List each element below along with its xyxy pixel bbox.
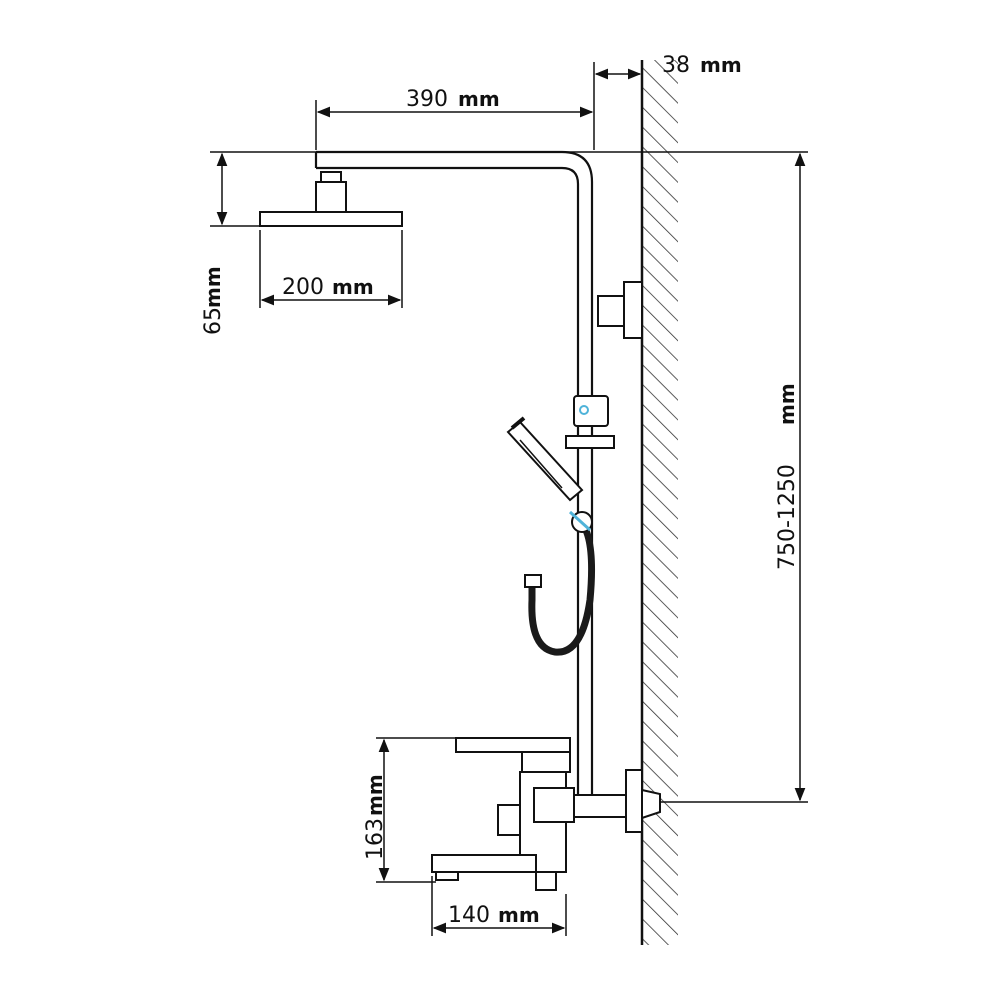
dim-arm-length-unit: mm bbox=[458, 87, 500, 111]
head-connector bbox=[315, 181, 347, 213]
dim-spout-length-value: 140 bbox=[448, 903, 490, 928]
rain-shower-head bbox=[259, 171, 403, 227]
dim-head-height-unit: mm bbox=[201, 266, 225, 308]
dim-spout-length-unit: mm bbox=[498, 903, 540, 927]
dim-rail-height-value: 750-1250 bbox=[775, 464, 800, 570]
hand-shower-slider bbox=[565, 395, 615, 449]
dim-mixer-height-unit: mm bbox=[363, 774, 387, 816]
dim-head-diameter-value: 200 bbox=[282, 275, 324, 300]
upper-wall-bracket bbox=[597, 281, 643, 339]
bath-mixer bbox=[431, 737, 661, 891]
shower-hose bbox=[524, 510, 596, 656]
spout bbox=[431, 854, 537, 873]
dim-head-height bbox=[210, 151, 316, 227]
mixer-lever bbox=[455, 737, 571, 753]
dim-wall-gap-unit: mm bbox=[700, 53, 742, 77]
head-connector-top bbox=[320, 171, 342, 183]
head-plate bbox=[259, 211, 403, 227]
dim-head-diameter-unit: mm bbox=[332, 275, 374, 299]
dim-wall-gap bbox=[593, 60, 643, 150]
dim-head-diameter bbox=[259, 230, 403, 308]
dim-mixer-height-value: 163 bbox=[363, 818, 388, 860]
dim-arm-length bbox=[315, 100, 594, 150]
dim-head-height-value: 65 bbox=[201, 307, 226, 335]
dim-mixer-height bbox=[376, 737, 456, 883]
dim-rail-height bbox=[560, 151, 808, 803]
dim-wall-gap-value: 38 bbox=[662, 53, 690, 78]
hand-shower bbox=[506, 416, 584, 502]
dim-arm-length-value: 390 bbox=[406, 87, 448, 112]
dim-rail-height-unit: mm bbox=[775, 383, 799, 425]
dim-spout-length bbox=[431, 876, 567, 936]
lower-wall-flange bbox=[625, 769, 643, 833]
